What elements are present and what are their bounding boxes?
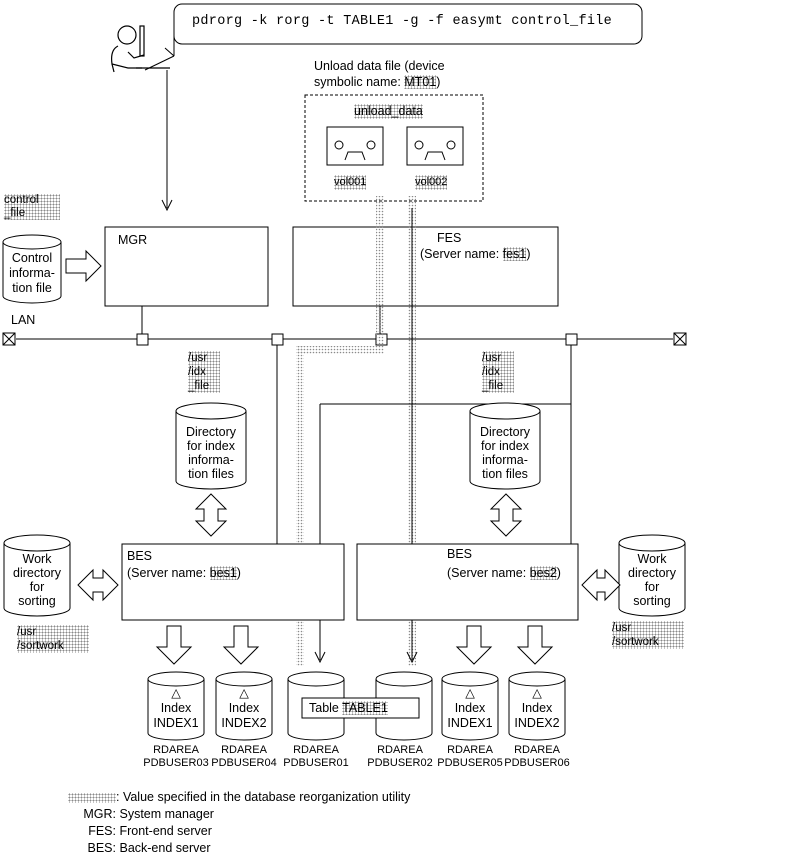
fes-label: FES — [437, 231, 462, 245]
rdarea-cylinder — [147, 671, 205, 741]
fes-server-name: (Server name: fes1) — [420, 247, 531, 261]
mgr-box — [104, 226, 269, 307]
work-dir-cylinder — [618, 534, 686, 617]
bes2-label: BES — [447, 547, 473, 561]
unload-caption-line1: Unload data file (device — [314, 59, 445, 73]
bes2-server-name: (Server name: bes2) — [447, 566, 561, 580]
legend-row: MGR: System manager — [83, 807, 214, 821]
bes1-label: BES — [127, 549, 153, 563]
work-dir-path-1: /usr/sortwork — [17, 625, 89, 653]
bes2-work-arrow — [581, 568, 621, 602]
bes1-server-name: (Server name: bes1) — [127, 566, 241, 580]
tape-icon — [406, 126, 464, 166]
legend-row: FES: Front-end server — [88, 824, 212, 838]
index-dir-path-2: /usr/idx_file — [482, 351, 514, 393]
index-dir-bes1-arrow — [194, 493, 228, 537]
volume-label-1: vol001 — [334, 175, 367, 190]
unload-caption-line2: symbolic name: MT01) — [314, 75, 441, 89]
rdarea-cylinder — [508, 671, 566, 741]
lan-line — [2, 306, 687, 544]
unload-data-box — [304, 94, 484, 202]
control-to-mgr-arrow — [65, 249, 102, 283]
dotted-swatch — [68, 792, 116, 803]
rdarea-cylinder — [441, 671, 499, 741]
index-dir-cylinder — [175, 402, 247, 490]
lan-label: LAN — [11, 313, 36, 327]
bes1-box — [121, 543, 345, 621]
device-name: MT01 — [404, 75, 437, 89]
bes1-work-arrow — [77, 568, 119, 602]
table-label: Table TABLE1 — [309, 701, 388, 715]
index-dir-cylinder — [469, 402, 541, 490]
user-icon — [111, 25, 170, 73]
mgr-label: MGR — [118, 233, 148, 247]
legend-row: BES: Back-end server — [87, 841, 211, 855]
legend-spec: : Value specified in the database reorga… — [68, 790, 410, 805]
index-dir-path-1: /usr/idx_file — [188, 351, 220, 393]
work-dir-cylinder — [3, 534, 71, 617]
unload-file-label: unload_data — [354, 104, 423, 119]
command-to-mgr-arrow — [161, 70, 173, 212]
command-text: pdrorg -k rorg -t TABLE1 -g -f easymt co… — [192, 14, 613, 29]
control-file-label: control_file — [4, 194, 60, 220]
index-dir-bes2-arrow — [489, 493, 523, 537]
bes2-box — [356, 543, 579, 621]
rdarea-cylinder — [215, 671, 273, 741]
command-bubble-shape — [144, 3, 643, 71]
bes-to-index-arrows — [155, 625, 554, 665]
work-dir-path-2: /usr/sortwork — [612, 621, 684, 649]
fes-box — [292, 226, 559, 307]
tape-icon — [326, 126, 384, 166]
control-file-cylinder — [2, 234, 62, 304]
volume-label-2: vol002 — [415, 175, 448, 190]
